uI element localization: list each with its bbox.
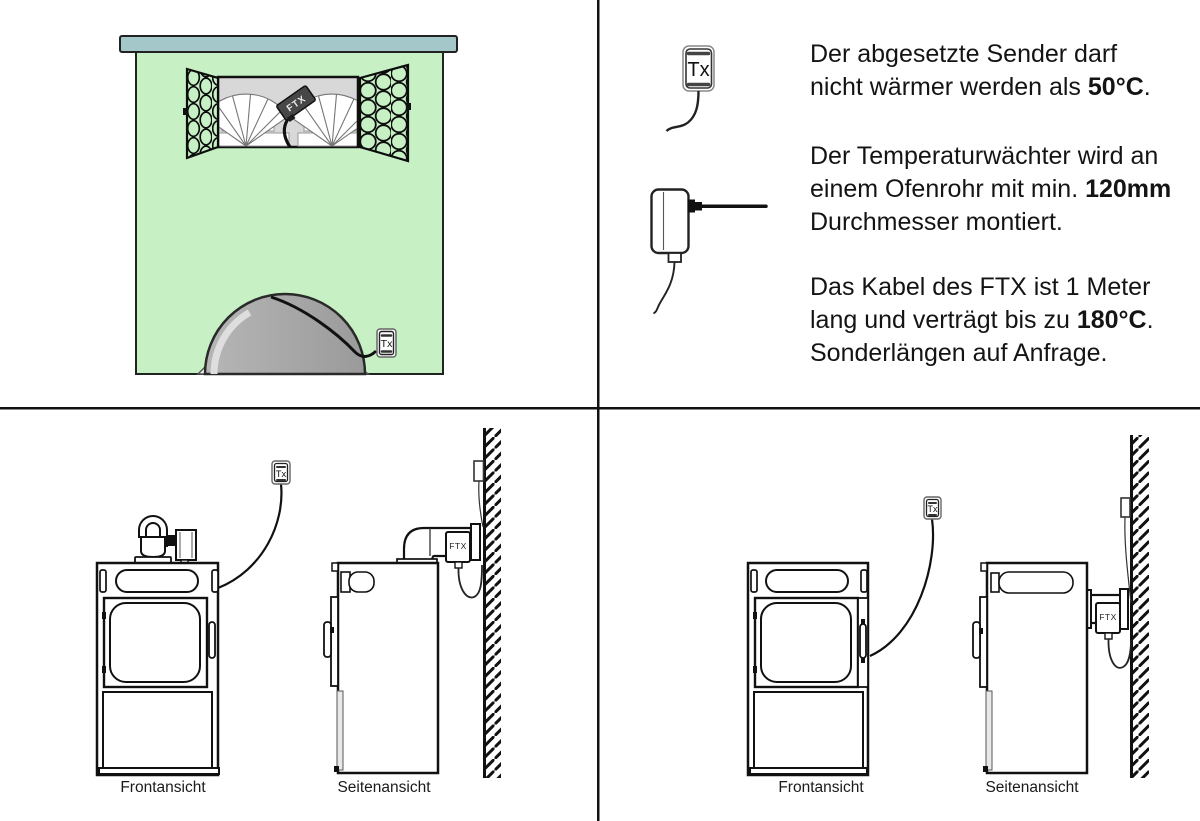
quadrant-instructions-icons: Tx [650, 45, 768, 315]
pipe-wall-flange [1119, 588, 1129, 630]
caption-front-view-right: Frontansicht [778, 779, 864, 796]
horizontal-divider [0, 407, 1200, 410]
tx-label: Tx [381, 338, 393, 350]
front-view-right: Tx [746, 496, 942, 777]
instruction-paragraph-2: Der Temperaturwächter wird an einem Ofen… [810, 140, 1171, 239]
ftx-cable-loop [1107, 638, 1132, 669]
tx-transmitter-icon: Tx [665, 45, 715, 132]
tx-icon-label: Tx [687, 59, 709, 81]
door-handle-side [972, 621, 981, 659]
ftx-on-pipe-side-right: FTX [1095, 602, 1132, 669]
instruction-bold: 180°C [1076, 306, 1147, 334]
lower-compartment [102, 691, 213, 769]
door-handle-side [323, 621, 332, 658]
tx-icon-cable [665, 90, 700, 132]
tx-label: Tx [928, 504, 938, 514]
vent-slot [765, 569, 849, 593]
wall-hatching [485, 428, 501, 778]
tx-cable-front-left [217, 483, 283, 590]
compartment-door-left [183, 67, 220, 160]
quadrant-stove-wall-pipe-views: Tx FTX [746, 435, 1149, 778]
wall-cable [1124, 516, 1132, 604]
quadrant-stove-installed: FTX Tx [119, 35, 458, 376]
instruction-text: nicht wärmer werden als [810, 73, 1088, 101]
wall-cable [478, 480, 484, 528]
oven-side-right [972, 561, 1089, 775]
side-view-right: FTX [972, 435, 1149, 778]
instruction-line: nicht wärmer werden als 50°C. [810, 71, 1151, 104]
door-handle [208, 621, 216, 659]
stove-pipe-elbow-front [134, 515, 197, 565]
quadrant-stove-with-pipe-views: Tx FTX [95, 428, 501, 778]
instruction-bold: 120mm [1085, 175, 1172, 203]
pipe-wall-flange [470, 523, 481, 561]
side-view-left: FTX [323, 428, 501, 778]
lower-compartment [753, 691, 864, 769]
instruction-line: einem Ofenrohr mit min. 120mm [810, 173, 1171, 206]
instruction-text: Das Kabel des FTX ist 1 Meter [810, 273, 1151, 301]
wall-junction-box [1120, 497, 1131, 518]
warming-compartment: FTX [183, 63, 411, 163]
oven-side-left [323, 561, 440, 775]
tx-transmitter-front-left: Tx [271, 460, 291, 485]
oven-front-left [95, 561, 220, 777]
tx-cable [270, 295, 378, 358]
compartment-contents: FTX [219, 85, 357, 147]
instruction-line: Durchmesser montiert. [810, 206, 1171, 239]
caption-side-view-right: Seitenansicht [985, 779, 1079, 796]
instruction-text: lang und verträgt bis zu [810, 306, 1077, 334]
sensor-cable [652, 261, 676, 315]
wall-junction-box [473, 460, 485, 482]
vertical-divider [597, 0, 600, 821]
instruction-paragraph-1: Der abgesetzte Sender darf nicht wärmer … [810, 38, 1151, 104]
instruction-text: Der Temperaturwächter wird an [810, 142, 1159, 170]
tx-cable-front-right [869, 518, 935, 657]
instruction-text: einem Ofenrohr mit min. [810, 175, 1086, 203]
oven-front-right [746, 561, 870, 777]
ftx-device: FTX [276, 85, 316, 123]
wall-hatching [1132, 435, 1149, 778]
tx-transmitter-front-right: Tx [923, 496, 942, 520]
tx-label: Tx [276, 469, 287, 480]
ftx-on-pipe-front [175, 529, 197, 561]
front-view-left: Tx [95, 460, 291, 777]
temperature-sensor-icon [650, 188, 768, 315]
door-window [109, 602, 201, 683]
vent-slot [115, 569, 199, 593]
instruction-text: . [1143, 73, 1151, 101]
tx-transmitter-on-stove: Tx [376, 328, 397, 358]
instruction-line: Der abgesetzte Sender darf [810, 38, 1151, 71]
instruction-text: . [1146, 306, 1154, 334]
ftx-cable [282, 118, 292, 147]
caption-side-view-left: Seitenansicht [337, 779, 431, 796]
instruction-text: Durchmesser montiert. [810, 208, 1063, 236]
instruction-line: lang und verträgt bis zu 180°C. [810, 304, 1154, 337]
door-window [760, 602, 852, 683]
ftx-cable-loop [457, 564, 483, 599]
instruction-line: Sonderlängen auf Anfrage. [810, 337, 1154, 370]
ftx-label: FTX [449, 541, 467, 551]
ftx-on-pipe-side-left: FTX [445, 531, 483, 599]
door-handle [859, 623, 867, 659]
instruction-paragraph-3: Das Kabel des FTX ist 1 Meter lang und v… [810, 271, 1154, 370]
compartment-door-right [358, 63, 411, 163]
instruction-text: Sonderlängen auf Anfrage. [810, 339, 1108, 367]
ftx-label: FTX [1099, 612, 1117, 622]
instruction-text: Der abgesetzte Sender darf [810, 40, 1118, 68]
instruction-bold: 50°C [1087, 73, 1144, 101]
firebox-dome [196, 292, 378, 376]
instruction-line: Der Temperaturwächter wird an [810, 140, 1171, 173]
caption-front-view-left: Frontansicht [120, 779, 206, 796]
stove-mantel-shelf [119, 35, 458, 53]
instruction-line: Das Kabel des FTX ist 1 Meter [810, 271, 1154, 304]
